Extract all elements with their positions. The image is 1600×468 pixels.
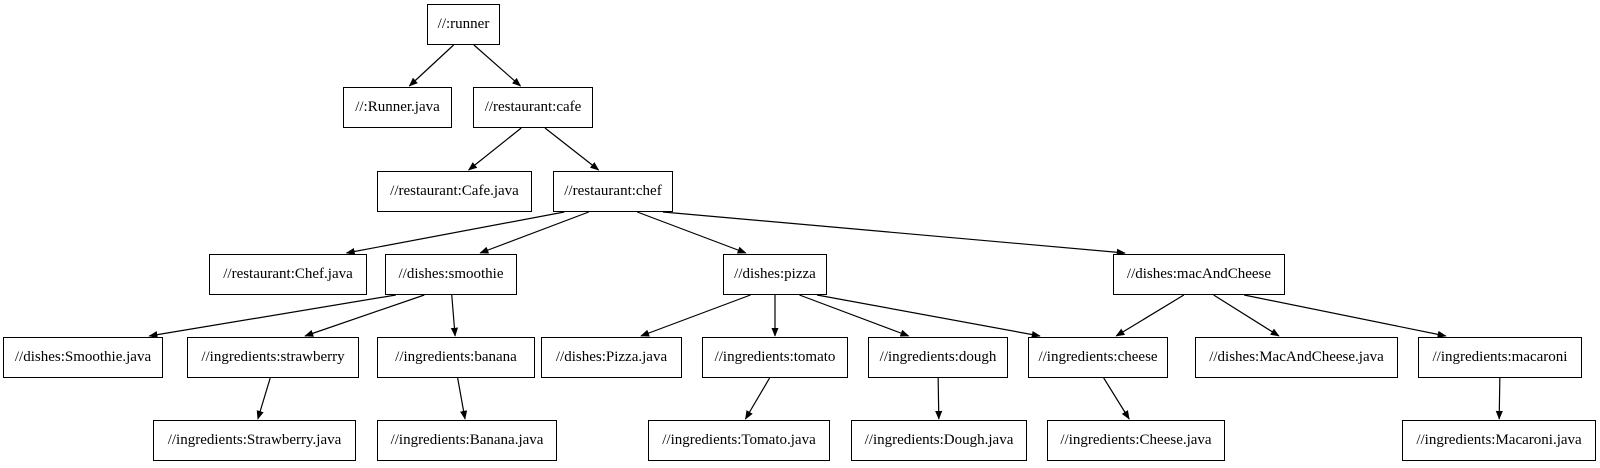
graph-node-label: //ingredients:macaroni xyxy=(1432,349,1568,365)
dependency-edge-macaroni-to-macaroni_java xyxy=(1495,377,1503,420)
dependency-edge-smoothie-to-smoothie_java xyxy=(148,294,396,339)
graph-node-macandcheese: //dishes:macAndCheese xyxy=(1113,254,1285,295)
graph-node-label: //ingredients:Dough.java xyxy=(864,432,1014,448)
graph-node-label: //:runner xyxy=(437,16,490,32)
dependency-edge-pizza-to-dough xyxy=(799,294,910,337)
dependency-edge-chef-to-smoothie xyxy=(479,211,589,254)
dependency-edge-smoothie-to-strawberry xyxy=(304,294,425,337)
dependency-edge-pizza-to-pizza_java xyxy=(640,294,751,337)
graph-node-cheese: //ingredients:cheese xyxy=(1028,337,1168,378)
graph-node-smoothie_java: //dishes:Smoothie.java xyxy=(3,337,163,378)
graph-node-dough: //ingredients:dough xyxy=(868,337,1008,378)
graph-node-cafe: //restaurant:cafe xyxy=(473,87,593,128)
graph-node-cafe_java: //restaurant:Cafe.java xyxy=(377,171,532,212)
graph-node-label: //ingredients:Macaroni.java xyxy=(1416,432,1582,448)
graph-node-pizza_java: //dishes:Pizza.java xyxy=(541,337,682,378)
dependency-edge-pizza-to-cheese xyxy=(816,294,1041,339)
graph-node-label: //ingredients:cheese xyxy=(1038,349,1158,365)
graph-node-label: //ingredients:tomato xyxy=(714,349,836,365)
dependency-edge-runner-to-runner_java xyxy=(408,44,455,87)
graph-node-chef: //restaurant:chef xyxy=(553,171,673,212)
dependency-edge-chef-to-macandcheese xyxy=(662,211,1126,256)
graph-node-label: //restaurant:cafe xyxy=(484,99,582,115)
dependency-edge-dough-to-dough_java xyxy=(935,377,943,420)
dependency-edge-smoothie-to-banana xyxy=(450,294,459,337)
graph-node-label: //ingredients:strawberry xyxy=(201,349,345,365)
graph-node-label: //restaurant:Chef.java xyxy=(223,266,353,282)
graph-node-label: //dishes:Pizza.java xyxy=(555,349,668,365)
graph-node-cheese_java: //ingredients:Cheese.java xyxy=(1047,420,1225,461)
graph-node-strawberry: //ingredients:strawberry xyxy=(187,337,359,378)
graph-node-label: //dishes:MacAndCheese.java xyxy=(1209,349,1384,365)
graph-node-label: //dishes:pizza xyxy=(734,266,816,282)
graph-node-banana: //ingredients:banana xyxy=(377,337,535,378)
graph-node-label: //dishes:smoothie xyxy=(398,266,504,282)
dependency-edge-strawberry-to-strawberry_java xyxy=(256,377,271,420)
dependency-edge-chef-to-pizza xyxy=(637,211,747,254)
graph-node-tomato_java: //ingredients:Tomato.java xyxy=(648,420,830,461)
dependency-edge-runner-to-cafe xyxy=(473,44,522,87)
dependency-edge-chef-to-chef_java xyxy=(345,211,565,256)
dependency-edge-cafe-to-chef xyxy=(544,127,600,171)
graph-node-macandcheese_java: //dishes:MacAndCheese.java xyxy=(1195,337,1398,378)
graph-node-dough_java: //ingredients:Dough.java xyxy=(851,420,1027,461)
graph-node-label: //restaurant:chef xyxy=(564,183,662,199)
dependency-edge-tomato-to-tomato_java xyxy=(744,377,771,420)
graph-node-macaroni: //ingredients:macaroni xyxy=(1418,337,1582,378)
graph-node-strawberry_java: //ingredients:Strawberry.java xyxy=(153,420,356,461)
graph-node-runner_java: //:Runner.java xyxy=(343,87,452,128)
graph-node-label: //dishes:macAndCheese xyxy=(1126,266,1272,282)
graph-node-chef_java: //restaurant:Chef.java xyxy=(209,254,367,295)
graph-node-label: //ingredients:banana xyxy=(395,349,517,365)
dependency-edge-macandcheese-to-macandcheese_java xyxy=(1213,294,1280,337)
graph-node-smoothie: //dishes:smoothie xyxy=(385,254,517,295)
dependency-edge-cheese-to-cheese_java xyxy=(1103,377,1130,420)
graph-node-label: //ingredients:dough xyxy=(879,349,997,365)
dependency-edge-macandcheese-to-macaroni xyxy=(1244,294,1447,338)
graph-node-banana_java: //ingredients:Banana.java xyxy=(377,420,557,461)
graph-node-tomato: //ingredients:tomato xyxy=(702,337,848,378)
graph-node-label: //dishes:Smoothie.java xyxy=(14,349,152,365)
graph-node-label: //restaurant:Cafe.java xyxy=(390,183,519,199)
graph-node-runner: //:runner xyxy=(427,4,500,45)
dependency-edge-banana-to-banana_java xyxy=(457,377,468,420)
dependency-edge-macandcheese-to-cheese xyxy=(1115,294,1185,337)
graph-node-pizza: //dishes:pizza xyxy=(723,254,827,295)
graph-node-label: //:Runner.java xyxy=(355,99,440,115)
graph-node-label: //ingredients:Banana.java xyxy=(390,432,544,448)
graph-node-macaroni_java: //ingredients:Macaroni.java xyxy=(1402,420,1596,461)
graph-node-label: //ingredients:Strawberry.java xyxy=(167,432,342,448)
graph-node-label: //ingredients:Tomato.java xyxy=(662,432,816,448)
dependency-edge-cafe-to-cafe_java xyxy=(468,127,522,171)
graph-node-label: //ingredients:Cheese.java xyxy=(1060,432,1212,448)
